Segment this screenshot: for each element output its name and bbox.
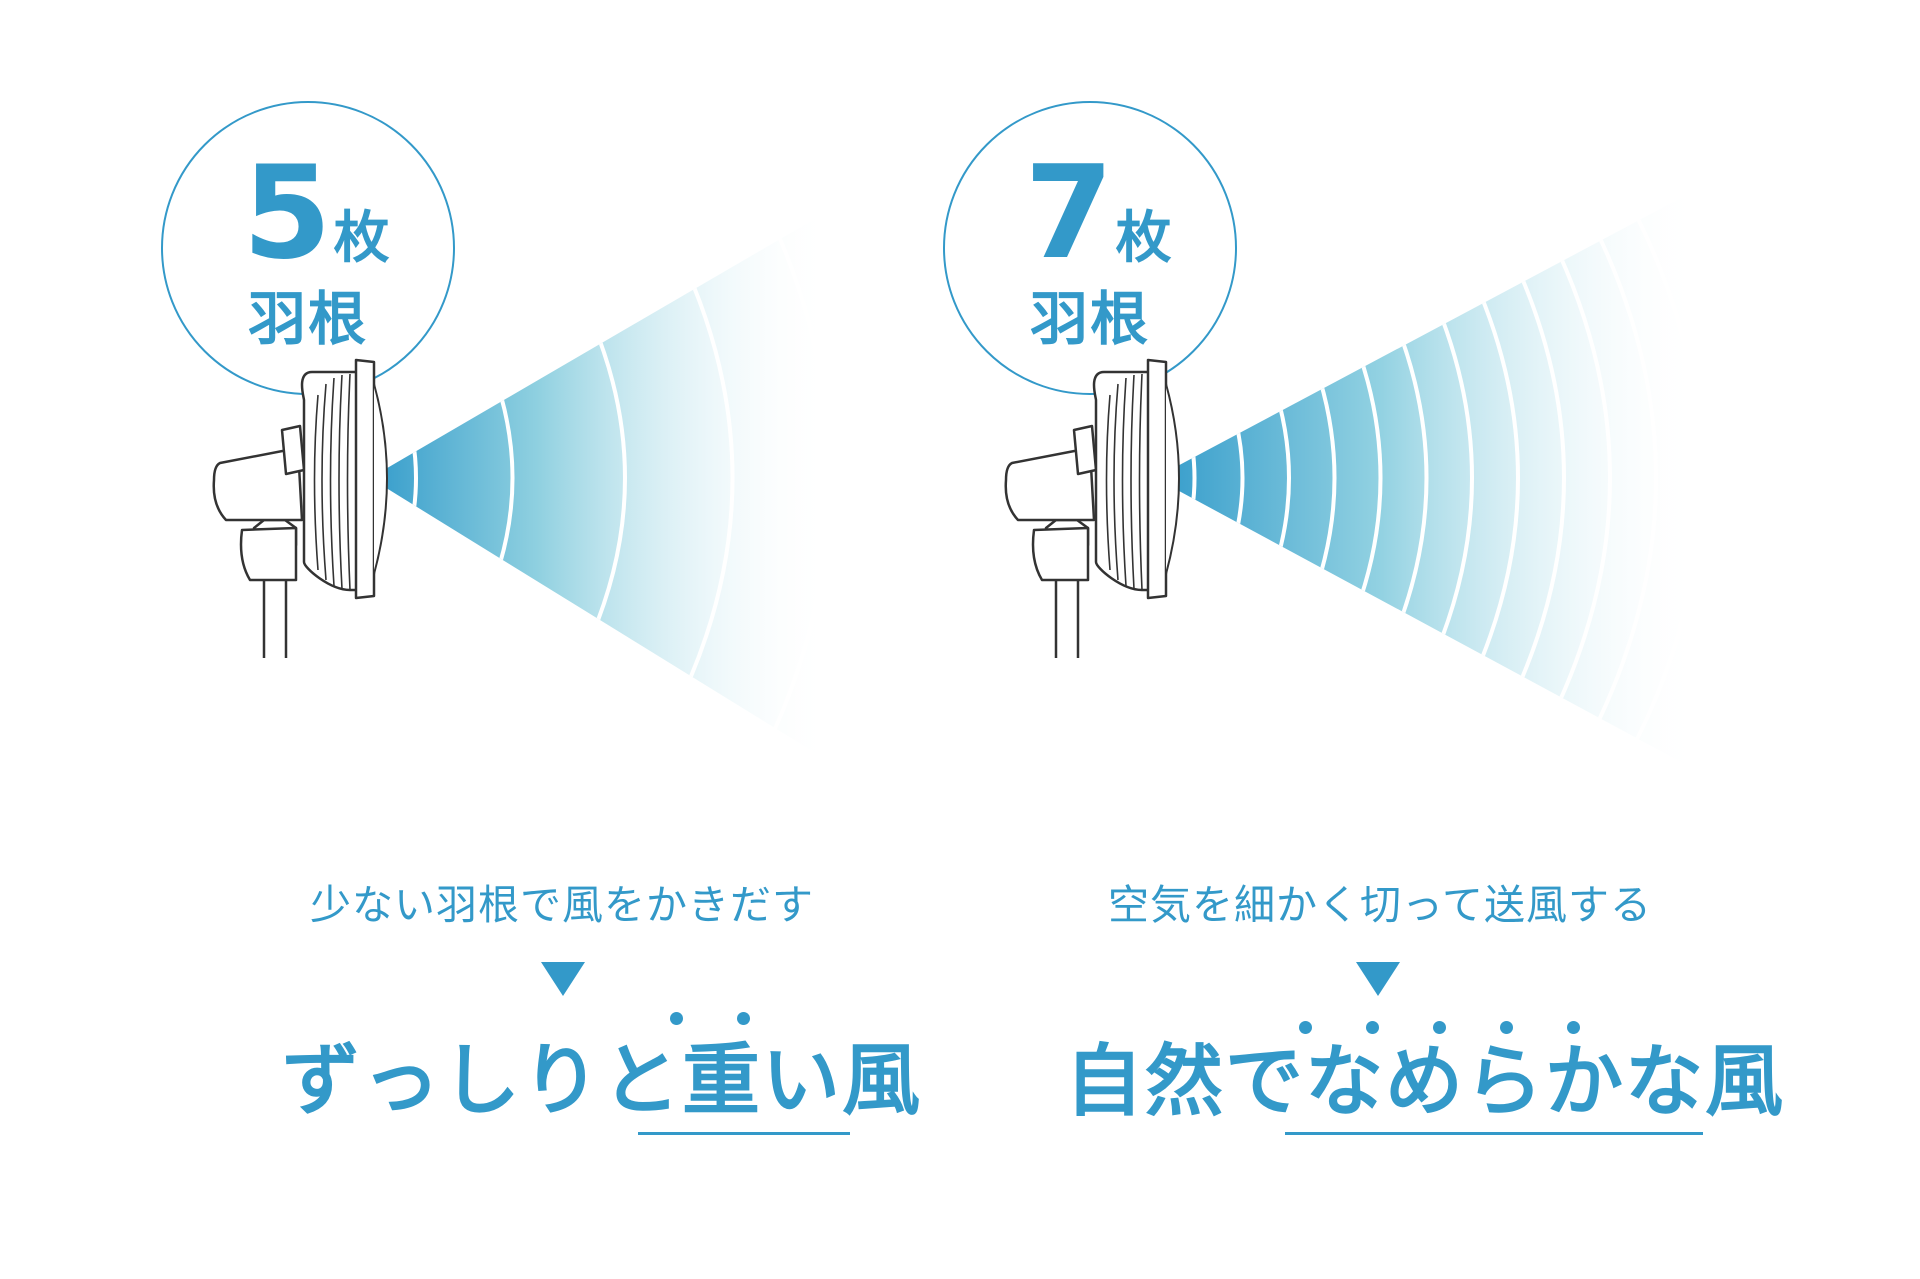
left-underline: [638, 1132, 850, 1135]
right-badge-number: 7: [1024, 139, 1116, 288]
right-badge: 7枚: [1018, 150, 1178, 278]
left-caption: 少ない羽根で風をかきだす: [310, 881, 814, 929]
left-badge: 5枚: [236, 150, 396, 278]
right-underline: [1285, 1132, 1703, 1135]
left-headline: ずっしりと重い風: [282, 1042, 922, 1120]
right-emphasis-dot: [1299, 1021, 1312, 1034]
right-wind-cone: [1155, 185, 1705, 775]
left-triangle-down-icon: [541, 962, 585, 996]
right-headline-emphasis: なめらかな風: [1305, 1037, 1786, 1127]
right-headline-prefix: 自然で: [1065, 1037, 1306, 1127]
right-headline: 自然でなめらかな風: [1065, 1043, 1785, 1121]
left-badge-label: 羽根: [247, 285, 368, 353]
left-fan-icon: [212, 358, 388, 658]
left-emphasis-dot: [670, 1012, 683, 1025]
right-emphasis-dot: [1366, 1021, 1379, 1034]
left-emphasis-dot: [737, 1012, 750, 1025]
right-caption: 空気を細かく切って送風する: [1108, 881, 1652, 929]
right-emphasis-dot: [1433, 1021, 1446, 1034]
right-emphasis-dot: [1567, 1021, 1580, 1034]
left-headline-prefix: ずっしりと: [282, 1036, 683, 1126]
right-emphasis-dot: [1500, 1021, 1513, 1034]
right-badge-unit: 枚: [1115, 206, 1172, 271]
right-badge-label: 羽根: [1029, 285, 1150, 353]
left-headline-emphasis: 重い風: [682, 1036, 923, 1126]
left-badge-number: 5: [242, 139, 334, 288]
right-triangle-down-icon: [1356, 962, 1400, 996]
left-badge-unit: 枚: [333, 206, 390, 271]
right-badge-circle: [943, 101, 1237, 395]
right-fan-icon: [1004, 358, 1180, 658]
